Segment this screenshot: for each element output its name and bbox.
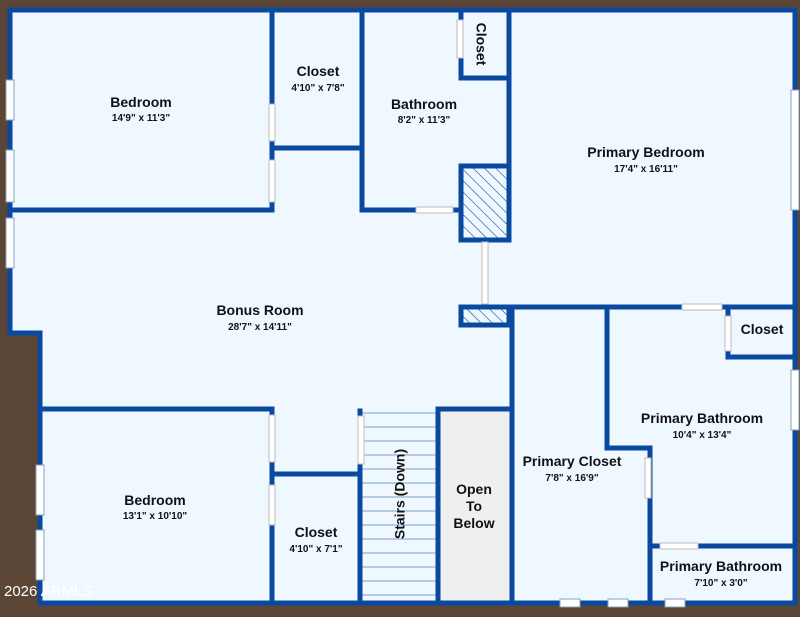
room-dim-primary-closet: 7'8" x 16'9": [545, 473, 598, 484]
room-label-bonus-room: Bonus Room: [216, 302, 303, 318]
room-dim-primary-bedroom: 17'4" x 16'11": [614, 164, 678, 175]
room-label-bedroom-2: Bedroom: [124, 492, 185, 508]
hatched-chase-lower: [463, 309, 507, 323]
windows: [5, 79, 800, 608]
floor-area: [10, 10, 795, 603]
room-label-closet-small: Closet: [473, 23, 489, 66]
hatched-chase-upper: [463, 168, 507, 238]
room-label-primary-bathroom: Primary Bathroom: [641, 410, 763, 426]
watermark: 2026 ARMLS: [4, 583, 92, 600]
room-label-primary-closet: Primary Closet: [523, 453, 622, 469]
room-dim-closet-1: 4'10" x 7'8": [291, 83, 344, 94]
room-dim-primary-bathroom: 10'4" x 13'4": [673, 430, 732, 441]
room-label-closet-primary: Closet: [741, 321, 784, 337]
room-label-primary-bathroom-2: Primary Bathroom: [660, 558, 782, 574]
room-label-open-to-below-3: Below: [453, 515, 494, 531]
open-to-below-area: [440, 411, 510, 601]
room-label-closet-1: Closet: [297, 63, 340, 79]
room-dim-primary-bathroom-2: 7'10" x 3'0": [694, 578, 747, 589]
room-label-primary-bedroom: Primary Bedroom: [587, 144, 704, 160]
room-label-stairs: Stairs (Down): [392, 449, 408, 539]
room-dim-bedroom-2: 13'1" x 10'10": [123, 511, 188, 522]
room-label-closet-2: Closet: [295, 524, 338, 540]
room-label-bathroom: Bathroom: [391, 96, 457, 112]
stairs: [362, 412, 436, 596]
door-openings: [268, 19, 732, 550]
room-dim-bonus-room: 28'7" x 14'11": [228, 322, 292, 333]
room-label-open-to-below-1: Open: [456, 481, 492, 497]
room-dim-bedroom-1: 14'9" x 11'3": [112, 113, 170, 124]
room-dim-closet-2: 4'10" x 7'1": [289, 544, 342, 555]
room-label-open-to-below-2: To: [466, 498, 482, 514]
room-label-bedroom-1: Bedroom: [110, 94, 171, 110]
room-dim-bathroom: 8'2" x 11'3": [398, 115, 451, 126]
